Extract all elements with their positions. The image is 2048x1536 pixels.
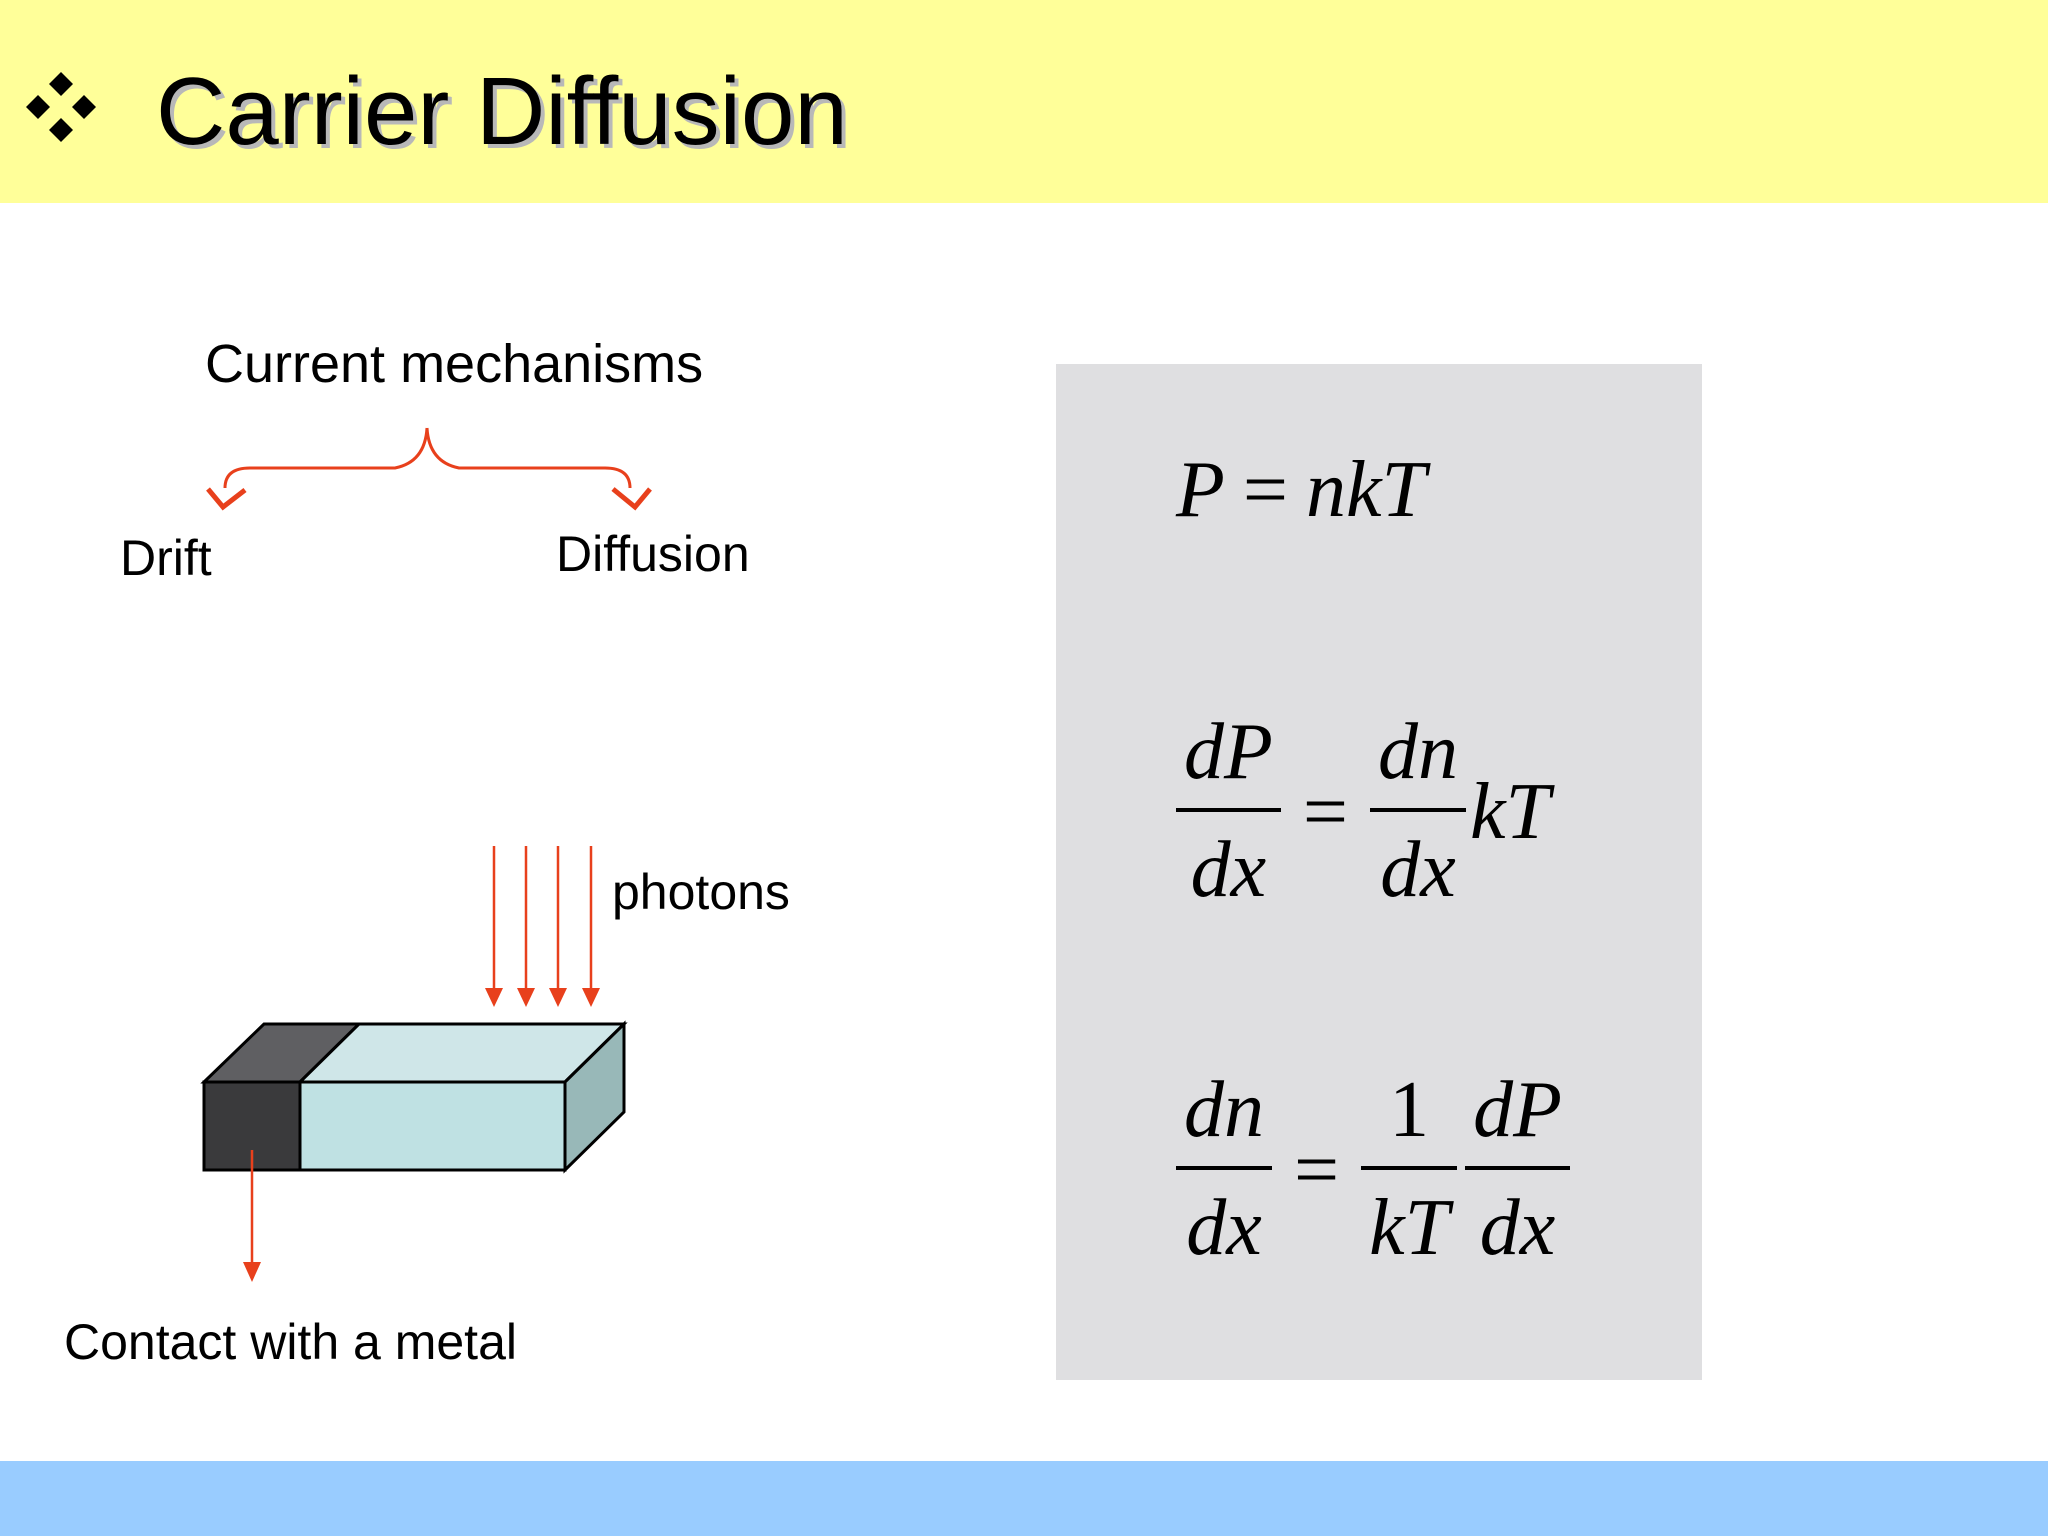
slide-title: Carrier Diffusion: [156, 58, 848, 165]
equation-density-gradient: dn dx = 1 kT dP dx: [1172, 1066, 1574, 1273]
current-mechanisms-label: Current mechanisms: [205, 334, 704, 394]
eq2-numerator-1: dP: [1184, 708, 1273, 796]
semiconductor-block: [200, 1020, 628, 1174]
eq2-equals: =: [1302, 767, 1348, 856]
eq3-denominator-3: dx: [1479, 1183, 1556, 1272]
eq2-numerator-2: dn: [1378, 708, 1458, 796]
eq2-denominator-2: dx: [1380, 825, 1456, 914]
eq2-denominator-1: dx: [1190, 825, 1267, 914]
slide-header: Carrier Diffusion: [0, 0, 2048, 203]
eq2-tail: kT: [1470, 767, 1550, 856]
eq3-numerator-2: 1: [1389, 1066, 1430, 1154]
contact-front-face: [202, 1080, 302, 1172]
drift-label: Drift: [120, 530, 212, 586]
semiconductor-front-face: [298, 1080, 567, 1172]
contact-with-metal-label: Contact with a metal: [64, 1314, 517, 1370]
eq3-fraction-3: dP dx: [1465, 1066, 1570, 1273]
eq3-equals: =: [1294, 1125, 1340, 1214]
photons-label: photons: [612, 864, 790, 920]
photon-arrows: [485, 846, 600, 1007]
semiconductor-side-face: [563, 1020, 626, 1174]
equation-panel: [1056, 364, 1702, 1380]
eq3-denominator-2: kT: [1369, 1183, 1450, 1272]
eq3-numerator-3: dP: [1473, 1066, 1562, 1154]
eq3-fraction-1: dn dx: [1176, 1066, 1272, 1273]
slide-footer: [0, 1461, 2048, 1536]
contact-top-face: [200, 1022, 363, 1084]
eq1-rhs: nkT: [1306, 446, 1426, 534]
eq3-fraction-2: 1 kT: [1361, 1066, 1458, 1273]
contact-arrow: [243, 1150, 261, 1282]
diffusion-label: Diffusion: [556, 526, 750, 582]
arrow-head-diffusion: [611, 487, 652, 511]
equation-pressure-gradient: dP dx = dn dx kT: [1172, 708, 1550, 915]
fraction-bar: [1370, 807, 1466, 812]
arrow-head-drift: [206, 487, 247, 511]
fraction-bar: [1465, 1165, 1570, 1170]
eq2-fraction-1: dP dx: [1176, 708, 1281, 915]
four-diamond-bullet-icon: [26, 72, 96, 142]
eq3-numerator-1: dn: [1184, 1066, 1264, 1154]
equation-ideal-gas: P = nkT: [1176, 450, 1426, 530]
semiconductor-top-face: [296, 1022, 628, 1084]
fraction-bar: [1176, 807, 1281, 812]
eq1-equals: =: [1242, 446, 1288, 534]
brace-curve: [223, 427, 632, 489]
eq1-lhs: P: [1176, 446, 1225, 534]
eq3-denominator-1: dx: [1186, 1183, 1262, 1272]
fraction-bar: [1176, 1165, 1272, 1170]
eq2-fraction-2: dn dx: [1370, 708, 1466, 915]
fraction-bar: [1361, 1165, 1458, 1170]
